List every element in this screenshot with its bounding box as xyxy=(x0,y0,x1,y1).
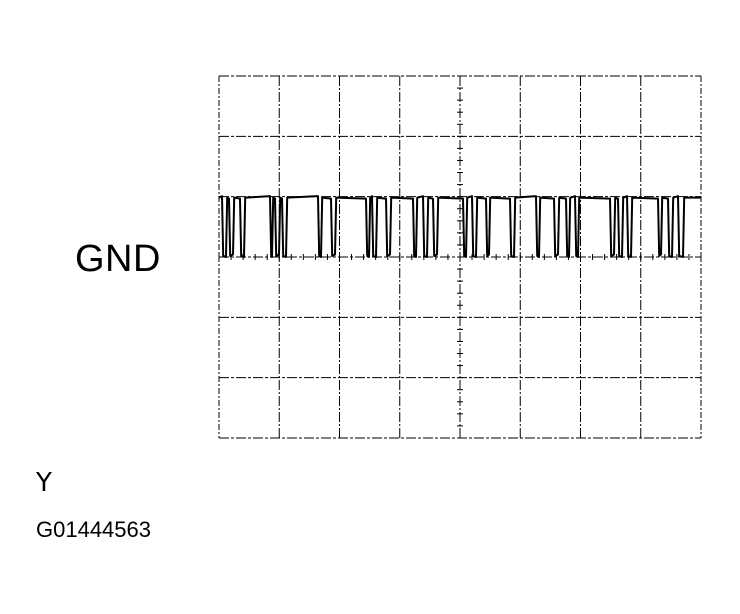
signal-waveform xyxy=(218,195,701,258)
ground-level-label: GND xyxy=(75,238,161,280)
y-marker-symbol: Y xyxy=(36,468,52,498)
figure-id: G01444563 xyxy=(36,517,151,542)
